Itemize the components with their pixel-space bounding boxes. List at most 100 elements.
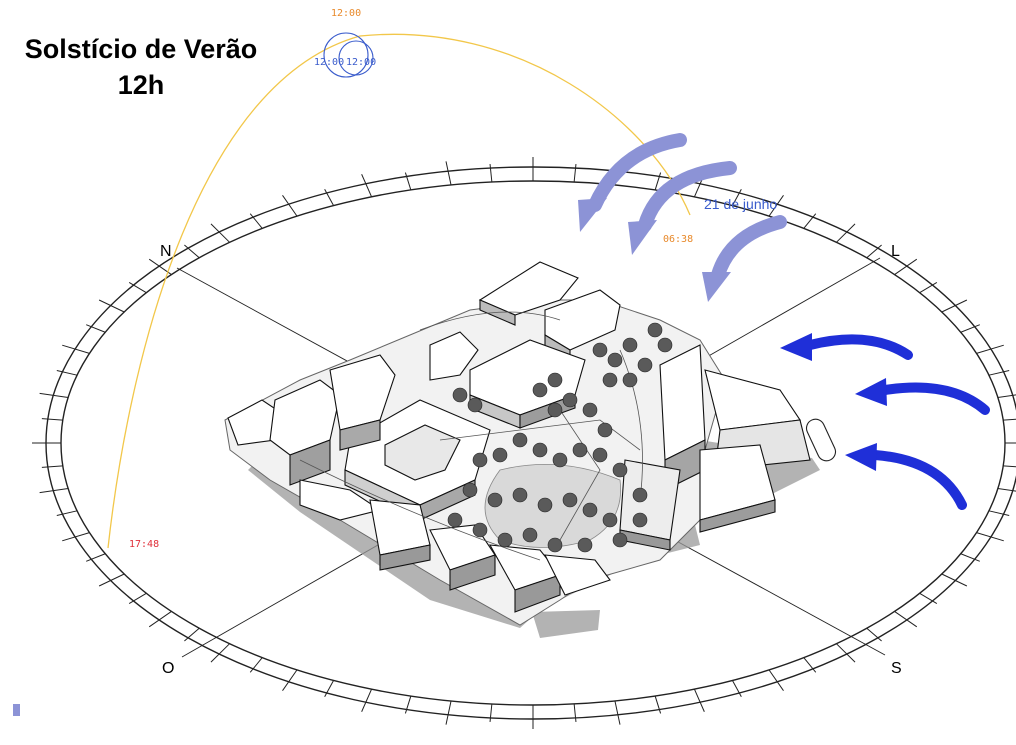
streets (299, 311, 643, 561)
compass-tick (768, 669, 784, 691)
tree (467, 397, 483, 413)
compass-tick (960, 324, 980, 333)
tree (632, 512, 648, 528)
compass-west-label: O (162, 660, 175, 677)
compass-tick (988, 370, 1010, 376)
compass-tick (1003, 418, 1016, 421)
ventilation-wind-arrows (780, 333, 990, 510)
compass-tick (39, 392, 69, 398)
compass-tick (39, 488, 69, 494)
compass-tick (573, 164, 577, 183)
compass-tick (249, 657, 263, 673)
compass-tick (803, 213, 817, 229)
compass-tick (573, 703, 577, 722)
compass-tick (732, 188, 742, 206)
capsule-structure (805, 418, 837, 462)
sun-marker-time-label: 12:00 (314, 57, 345, 68)
tree-group (447, 322, 673, 553)
compass-tick (210, 223, 230, 243)
compass-tick (489, 703, 493, 722)
tree (612, 462, 628, 478)
compass-ticks (32, 157, 1016, 729)
compass-tick (997, 394, 1016, 398)
summer-wind-arrow (588, 133, 687, 212)
compass-tick (941, 573, 968, 587)
summer-wind-arrow (638, 161, 737, 232)
tree (462, 482, 478, 498)
tree (622, 337, 638, 353)
compass-tick (866, 244, 882, 259)
compass-tick (56, 510, 78, 516)
compass-tick (976, 344, 1004, 354)
compass-tick (919, 592, 938, 605)
tree (597, 422, 613, 438)
tree (622, 372, 638, 388)
compass-tick (866, 627, 882, 642)
summer-wind-arrow (711, 215, 787, 282)
compass-tick (803, 657, 817, 673)
compass-tick (361, 174, 373, 198)
compass-tick (836, 643, 856, 663)
compass-tick (614, 700, 621, 725)
compass-tick (445, 700, 452, 725)
compass-tick (919, 281, 938, 294)
tree (577, 537, 593, 553)
ventilation-wind-arrow-head (855, 378, 887, 406)
tree (607, 352, 623, 368)
compass-tick (210, 643, 230, 663)
compass-tick (41, 465, 63, 468)
compass-tick (148, 610, 172, 628)
compass-tick (836, 223, 856, 243)
summer-wind-arrow-head (578, 198, 607, 232)
sun-marker-time-label-dup: 12:00 (346, 57, 377, 68)
compass-tick (184, 627, 200, 642)
compass-tick (988, 510, 1010, 516)
tree (572, 442, 588, 458)
compass-tick (654, 172, 662, 191)
compass-tick (41, 418, 63, 421)
compass-tick (976, 532, 1004, 542)
diagram-subtitle: 12h (117, 70, 165, 100)
tree (602, 372, 618, 388)
tree (612, 532, 628, 548)
tree (647, 322, 663, 338)
tree (547, 537, 563, 553)
city-blocks (227, 261, 811, 613)
compass-tick (654, 695, 662, 714)
ventilation-wind-arrow-head (845, 443, 877, 471)
compass-tick (56, 370, 78, 376)
compass-east-label: L (891, 243, 900, 260)
tree (492, 447, 508, 463)
tree (537, 497, 553, 513)
compass-tick (98, 299, 125, 313)
summer-wind-arrow-head (702, 272, 731, 302)
compass-tick (894, 610, 918, 628)
tree (472, 522, 488, 538)
tree (592, 447, 608, 463)
ventilation-wind-arrow (870, 450, 967, 510)
ventilation-wind-arrow (880, 382, 990, 415)
compass-tick (404, 695, 412, 714)
tree (452, 387, 468, 403)
tree (632, 487, 648, 503)
tree (497, 532, 513, 548)
tree (547, 402, 563, 418)
compass-tick (489, 164, 493, 183)
compass-tick (732, 680, 742, 698)
compass-tick (98, 573, 125, 587)
tree (592, 342, 608, 358)
compass-tick (86, 553, 106, 562)
compass-tick (62, 532, 90, 542)
compass-tick (324, 680, 334, 698)
horizon-ring (32, 157, 1016, 729)
summer-wind-arrows (578, 133, 787, 302)
tree (512, 432, 528, 448)
tree (582, 502, 598, 518)
compass-north-label: N (160, 243, 172, 260)
compass-tick (693, 688, 705, 712)
compass-tick (249, 213, 263, 229)
compass-tick (184, 244, 200, 259)
sun-path-arc (107, 33, 691, 549)
compass-tick (960, 553, 980, 562)
